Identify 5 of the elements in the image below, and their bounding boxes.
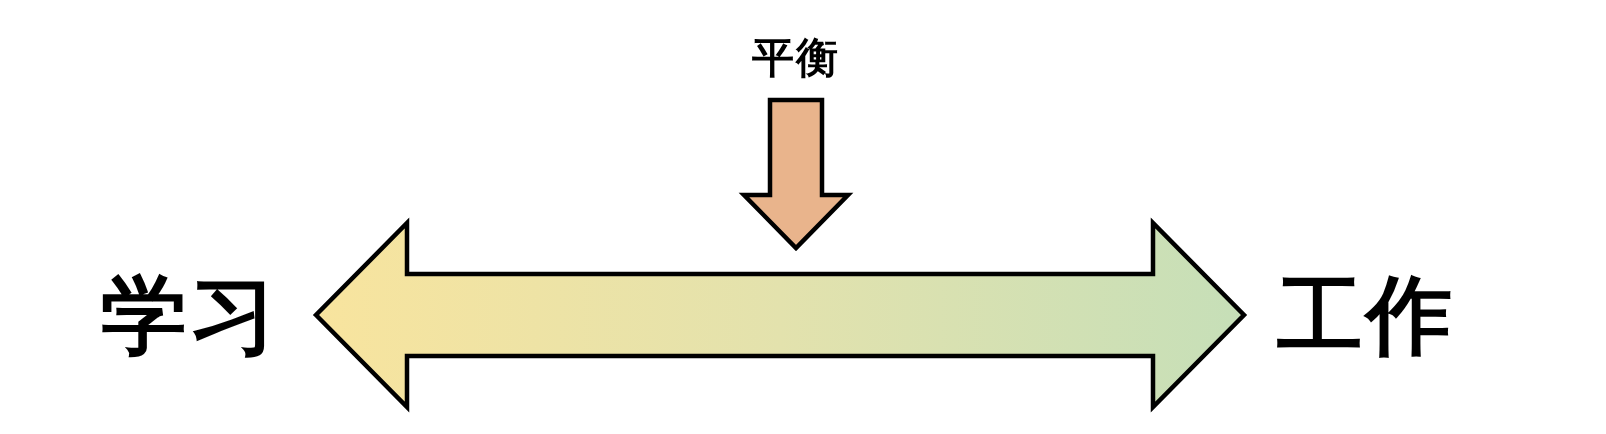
block-arrow (738, 97, 854, 252)
term-label: 学习 (96, 262, 284, 368)
block-arrow (312, 217, 1248, 413)
term-label: 工作 (1272, 262, 1460, 368)
term-label: 平衡 (744, 34, 848, 82)
